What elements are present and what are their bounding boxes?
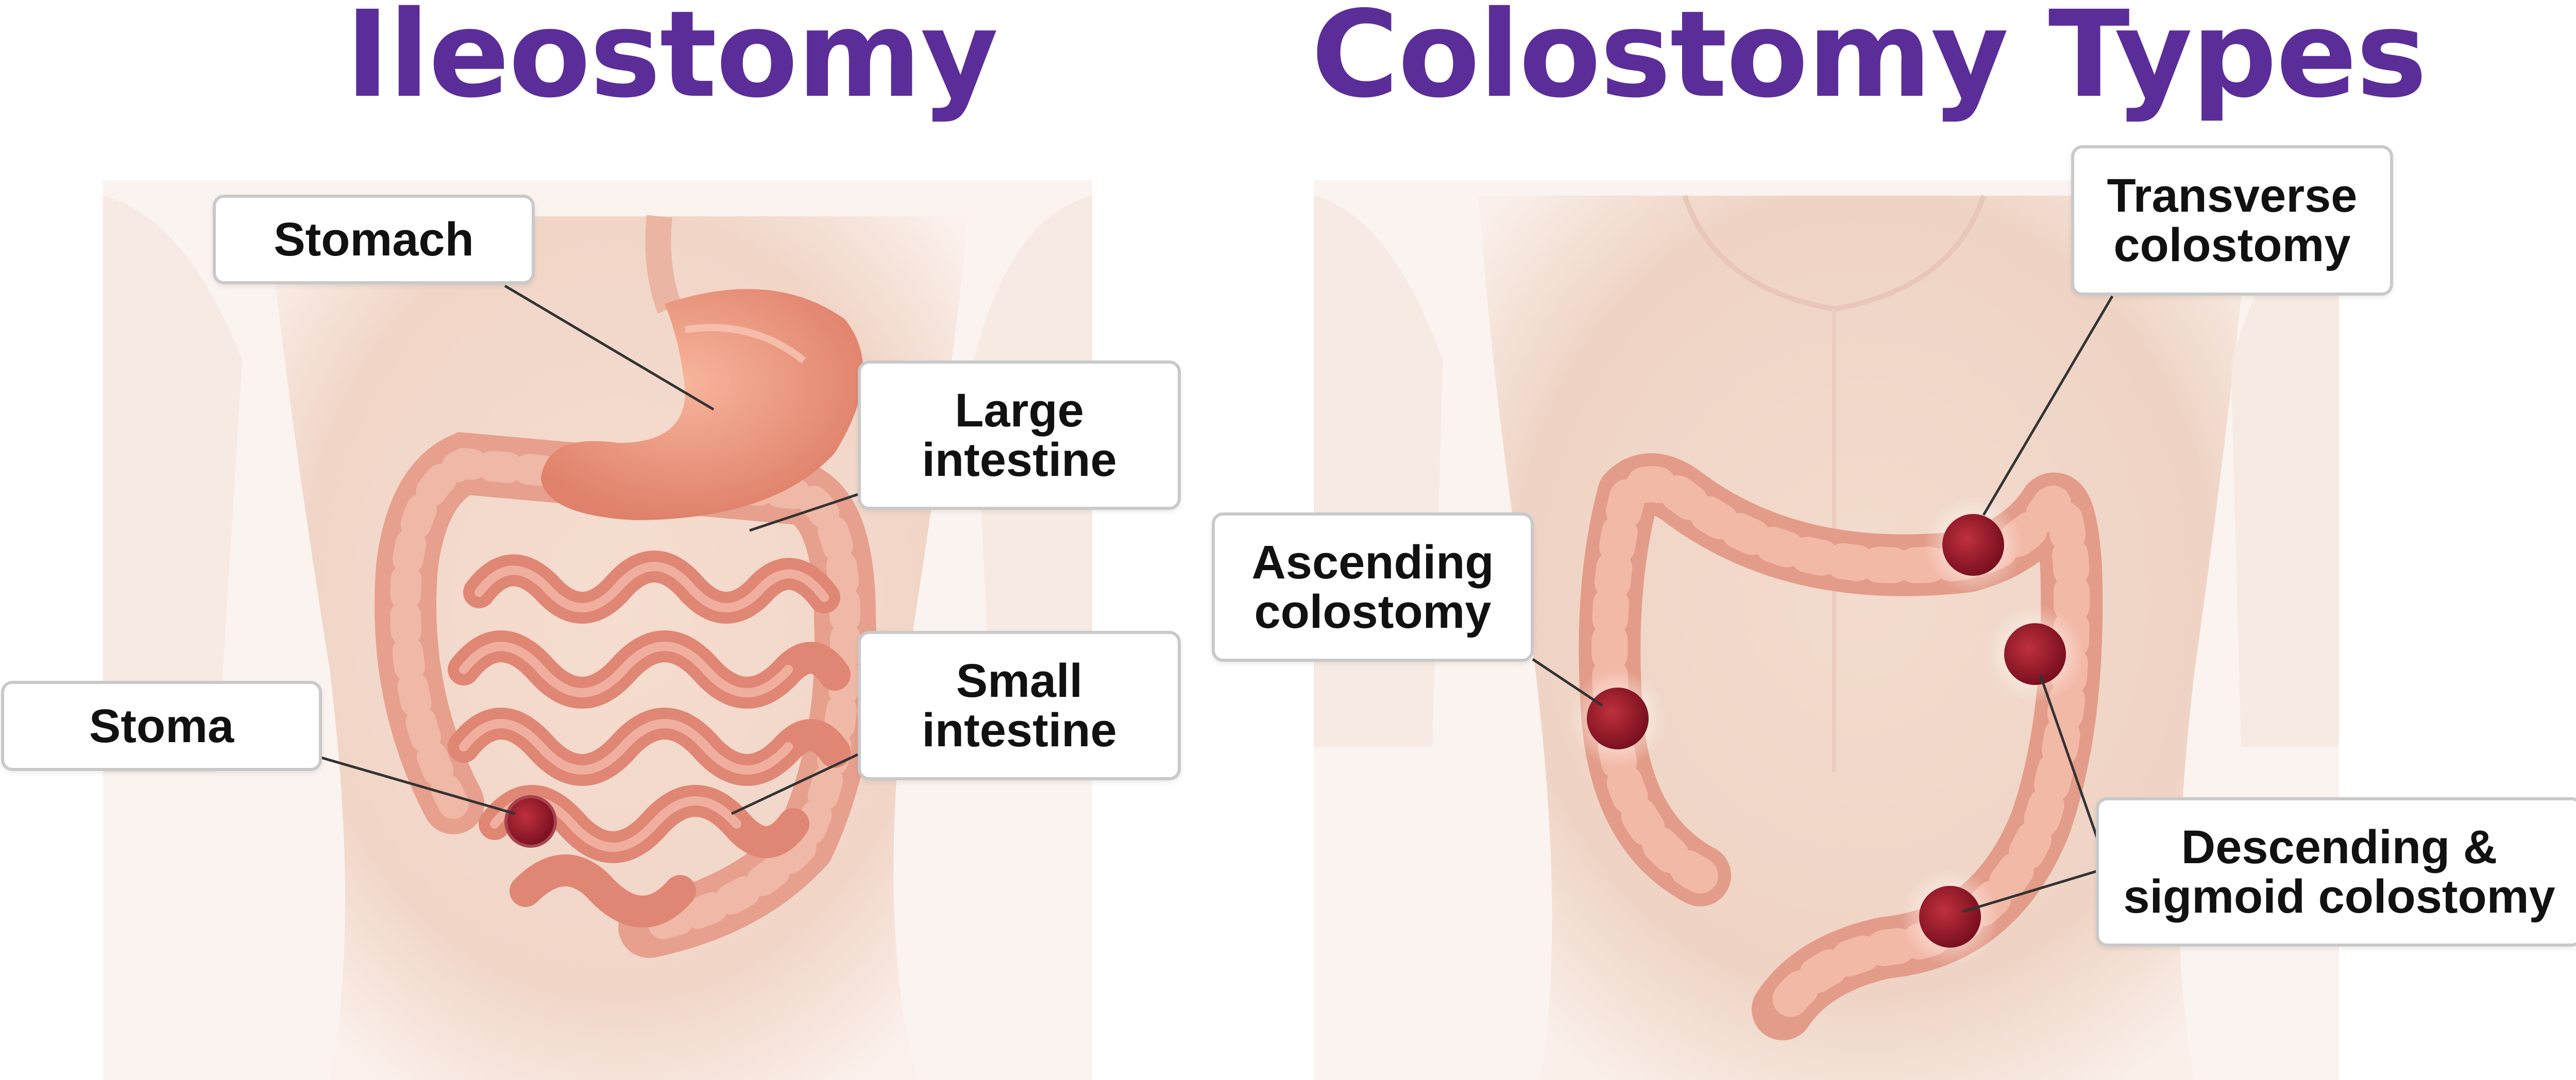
- sigmoid-stoma-marker: [1919, 886, 1981, 948]
- large-intestine-drawing: [374, 432, 876, 958]
- ascending-colostomy-label: Ascending colostomy: [1212, 512, 1534, 662]
- colostomy-stomas: [1569, 496, 2084, 966]
- ileostomy-title: Ileostomy: [345, 0, 998, 124]
- transverse-stoma-marker: [1942, 514, 2004, 576]
- stomach-leader-line: [504, 284, 715, 411]
- small-intestine-leader-line: [731, 753, 859, 815]
- large-intestine-leader-line: [749, 493, 858, 532]
- stoma-marker: [504, 795, 557, 848]
- ascending-leader-line: [1532, 658, 1603, 707]
- stoma-leader-line: [319, 756, 516, 815]
- transverse-leader-line: [1982, 295, 2114, 516]
- transverse-colostomy-label: Transverse colostomy: [2071, 145, 2393, 296]
- sigmoid-leader-line: [1962, 869, 2100, 913]
- ascending-stoma-marker: [1587, 688, 1649, 749]
- descending-sigmoid-colostomy-label: Descending & sigmoid colostomy: [2096, 797, 2576, 947]
- small-intestine-label: Small intestine: [858, 631, 1181, 780]
- stomach-drawing: [541, 215, 863, 520]
- large-intestine-label: Large intestine: [858, 361, 1181, 510]
- descending-stoma-marker: [2004, 623, 2066, 685]
- stoma-label: Stoma: [1, 681, 322, 771]
- stomach-label: Stomach: [213, 195, 535, 284]
- descending-leader-line: [2039, 674, 2101, 845]
- colostomy-types-title: Colostomy Types: [1311, 0, 2427, 124]
